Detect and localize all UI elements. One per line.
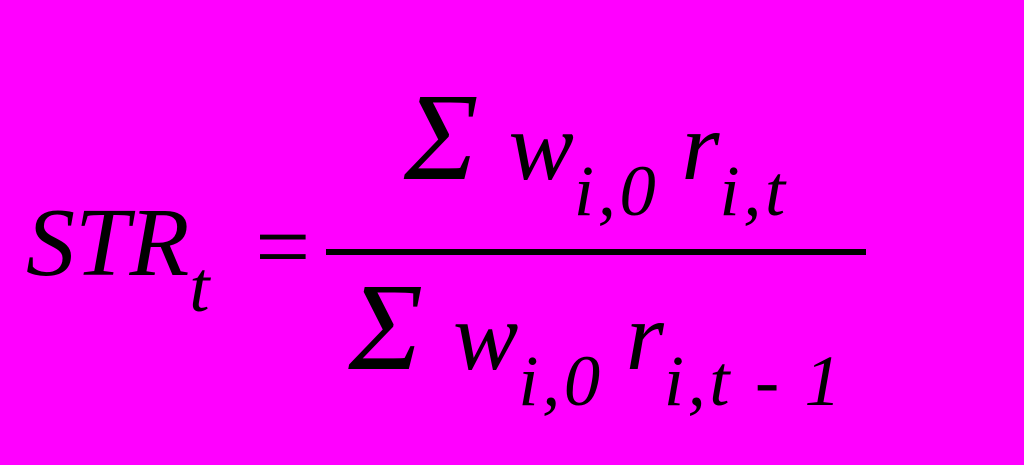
denominator-r-subscript: i,t - 1 (663, 339, 845, 421)
numerator-r-term: ri,t (681, 98, 788, 227)
equation: STRt = Σ wi,0 ri,t Σ wi,0 ri,t - 1 (26, 75, 867, 417)
denominator-r-term: ri,t - 1 (626, 288, 845, 417)
numerator-w-subscript: i,0 (573, 150, 660, 232)
summation-sigma-icon: Σ (348, 257, 423, 397)
fraction: Σ wi,0 ri,t Σ wi,0 ri,t - 1 (326, 75, 867, 417)
equals-sign: = (255, 192, 311, 301)
numerator: Σ wi,0 ri,t (382, 75, 811, 248)
denominator-r-base: r (625, 282, 664, 391)
denominator-w-term: wi,0 (453, 288, 604, 417)
numerator-w-term: wi,0 (509, 98, 660, 227)
numerator-r-base: r (681, 93, 720, 202)
denominator: Σ wi,0 ri,t - 1 (326, 255, 866, 417)
lhs-term: STRt (26, 194, 213, 323)
numerator-w-base: w (508, 93, 574, 202)
fraction-bar (326, 248, 867, 255)
denominator-w-base: w (452, 282, 519, 391)
lhs-subscript: t (189, 245, 214, 327)
numerator-r-subscript: i,t (719, 150, 789, 232)
denominator-w-subscript: i,0 (518, 339, 604, 421)
lhs-base: STR (26, 188, 190, 297)
summation-sigma-icon: Σ (404, 68, 479, 208)
